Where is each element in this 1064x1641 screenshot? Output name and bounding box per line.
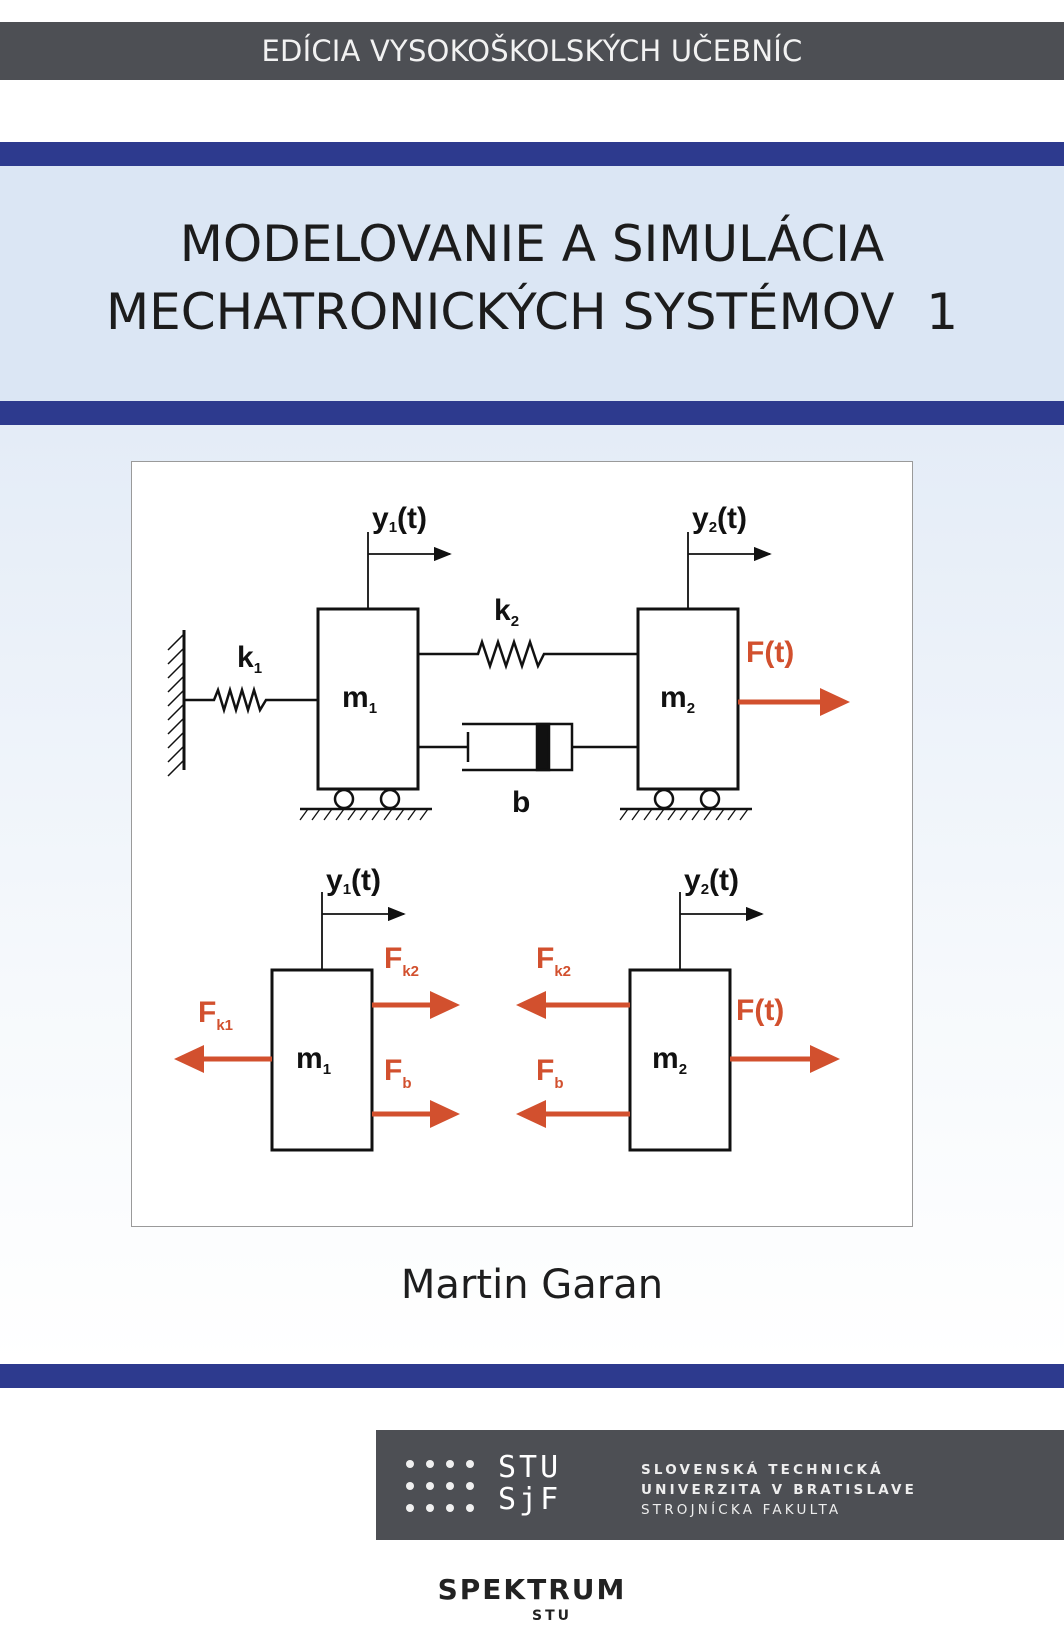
fbd-label-Fk2-m1: Fk2 xyxy=(384,942,419,980)
spring-k2 xyxy=(418,638,638,670)
label-force-F: F(t) xyxy=(746,636,794,669)
label-m1: m1 xyxy=(342,681,377,717)
wheel-m1-right xyxy=(379,788,401,810)
stu-line: STU xyxy=(498,1450,562,1485)
label-k1: k1 xyxy=(237,641,262,677)
damper-cylinder xyxy=(462,722,574,772)
publisher-imprint: SPEKTRUM xyxy=(437,1573,627,1606)
label-y1: y1(t) xyxy=(372,502,427,536)
series-banner: EDÍCIA VYSOKOŠKOLSKÝCH UČEBNÍC xyxy=(0,22,1064,80)
fbd-Fk1-arrow xyxy=(174,1045,272,1073)
ground-m2-hatch xyxy=(619,808,749,821)
wheel-m2-right xyxy=(699,788,721,810)
fbd-F-arrow xyxy=(730,1045,840,1073)
fbd-label-m2: m2 xyxy=(652,1042,687,1078)
mechanical-system-diagram: y1(t) y2(t) k1 k2 m1 m2 b y1(t) y2(t) m1… xyxy=(131,461,913,1227)
force-F-arrow xyxy=(738,688,850,716)
fbd-label-Fk1: Fk1 xyxy=(198,996,233,1034)
fbd-m2-box xyxy=(628,968,732,1152)
ground-m1-hatch xyxy=(299,808,429,821)
fbd-Fk2-m1-arrow xyxy=(372,991,460,1019)
sjf-line: SjF xyxy=(498,1482,562,1517)
book-title-line2: MECHATRONICKÝCH SYSTÉMOV 1 xyxy=(105,283,959,341)
fbd-label-m1: m1 xyxy=(296,1042,331,1078)
university-logo-block: STU SjF SLOVENSKÁ TECHNICKÁ UNIVERZITA V… xyxy=(376,1430,1064,1540)
fbd-Fb-m2-arrow xyxy=(516,1100,630,1128)
fbd-label-Fb-m1: Fb xyxy=(384,1054,412,1092)
fbd-Fk2-m2-arrow xyxy=(516,991,630,1019)
label-k2: k2 xyxy=(494,594,519,630)
fbd-label-force-F: F(t) xyxy=(736,994,784,1027)
fbd-label-y1: y1(t) xyxy=(326,864,381,898)
faculty-line: STROJNÍCKA FAKULTA xyxy=(641,1502,842,1518)
stu-dots-icon xyxy=(406,1460,474,1512)
wheel-m2-left xyxy=(653,788,675,810)
spring-k1 xyxy=(184,685,318,715)
label-y2: y2(t) xyxy=(692,502,747,536)
wall-hatch xyxy=(167,633,185,777)
title-top-rule xyxy=(0,142,1064,166)
author-name: Martin Garan xyxy=(400,1262,664,1308)
label-b: b xyxy=(512,786,530,819)
title-bottom-rule xyxy=(0,401,1064,425)
book-title: MODELOVANIE A SIMULÁCIA MECHATRONICKÝCH … xyxy=(0,210,1064,346)
wheel-m1-left xyxy=(333,788,355,810)
diagram-svg: y1(t) y2(t) k1 k2 m1 m2 b y1(t) y2(t) m1… xyxy=(167,502,850,1152)
damper-plate xyxy=(535,722,551,772)
bottom-rule xyxy=(0,1364,1064,1388)
university-line1: SLOVENSKÁ TECHNICKÁ xyxy=(641,1462,884,1478)
label-m2: m2 xyxy=(660,681,695,717)
publisher-imprint-sub: STU xyxy=(531,1608,572,1624)
fbd-Fb-m1-arrow xyxy=(372,1100,460,1128)
stu-sjf-wordmark: STU SjF xyxy=(498,1452,561,1516)
fbd-label-Fk2-m2: Fk2 xyxy=(536,942,571,980)
title-band xyxy=(0,142,1064,425)
university-line2: UNIVERZITA V BRATISLAVE xyxy=(641,1482,918,1498)
fbd-label-y2: y2(t) xyxy=(684,864,739,898)
university-name: SLOVENSKÁ TECHNICKÁ UNIVERZITA V BRATISL… xyxy=(641,1460,917,1520)
mass-m2-box xyxy=(636,607,740,791)
book-title-line1: MODELOVANIE A SIMULÁCIA xyxy=(179,215,885,273)
fbd-label-Fb-m2: Fb xyxy=(536,1054,564,1092)
